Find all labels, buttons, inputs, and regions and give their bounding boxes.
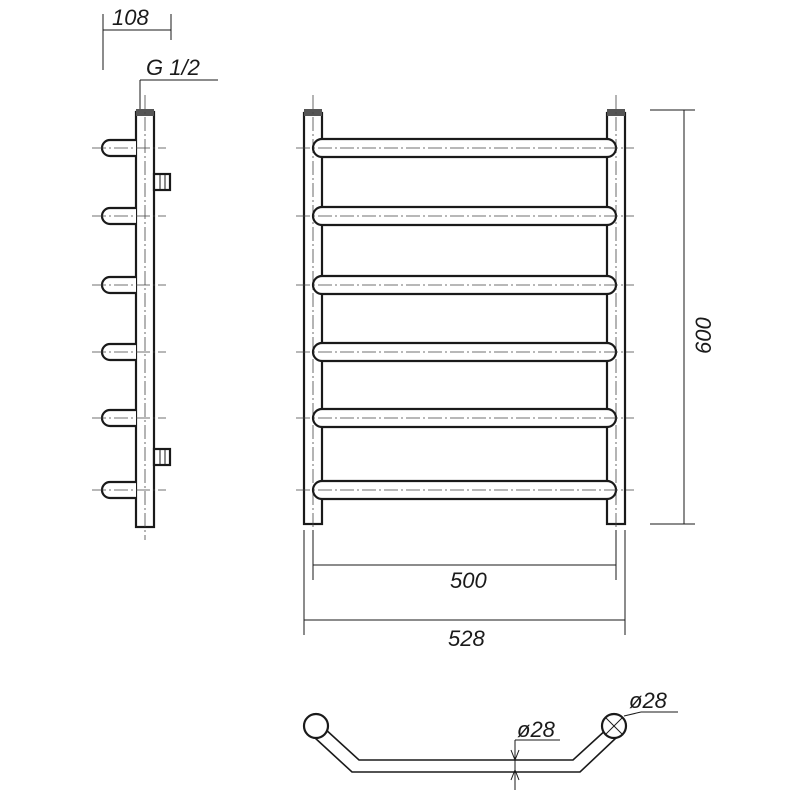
wall-bracket-upper — [152, 172, 172, 192]
front-rung — [296, 479, 634, 501]
side-rung — [92, 342, 166, 362]
thread-label: G 1/2 — [146, 55, 200, 80]
front-rung — [296, 205, 634, 227]
side-rung — [92, 480, 166, 500]
inner-width-dimension: 500 — [312, 530, 617, 593]
front-rung — [296, 274, 634, 296]
height-dimension-label: 600 — [691, 317, 716, 354]
plan-view: ø28 ø28 — [302, 688, 678, 790]
side-rungs — [92, 138, 166, 500]
end-diameter-callout: ø28 — [623, 688, 678, 717]
front-view: 600 500 528 — [296, 95, 716, 651]
outer-width-dimension: 528 — [303, 530, 626, 651]
depth-dimension-label: 108 — [112, 5, 149, 30]
left-end-circle — [302, 712, 330, 740]
thread-callout: G 1/2 — [139, 55, 218, 110]
front-rung — [296, 407, 634, 429]
bent-rung-inner — [323, 727, 609, 761]
side-view: 108 G 1/2 — [92, 5, 218, 540]
height-dimension: 600 — [650, 109, 716, 525]
wall-bracket-lower — [152, 447, 172, 467]
side-rung — [92, 275, 166, 295]
tube-diameter-label: ø28 — [517, 717, 556, 742]
tube-diameter-callout: ø28 — [510, 717, 560, 790]
front-rungs — [296, 137, 634, 501]
side-rung — [92, 408, 166, 428]
inner-width-label: 500 — [450, 568, 487, 593]
end-diameter-label: ø28 — [629, 688, 668, 713]
front-rung — [296, 341, 634, 363]
front-rung — [296, 137, 634, 159]
side-rung — [92, 206, 166, 226]
right-end-circle — [600, 712, 628, 740]
outer-width-label: 528 — [448, 626, 485, 651]
bent-rung-outer — [313, 736, 618, 773]
depth-dimension: 108 — [102, 5, 172, 70]
side-rung — [92, 138, 166, 158]
